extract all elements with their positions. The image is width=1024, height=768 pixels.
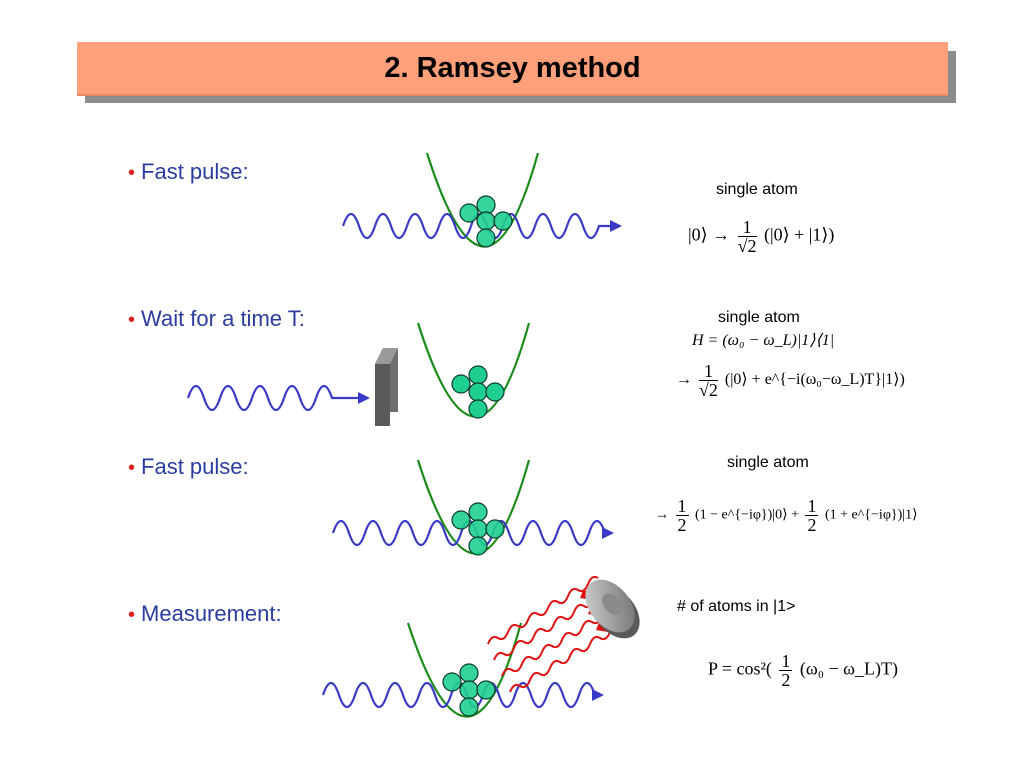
fraction-denominator: 2	[677, 515, 687, 535]
formula-right: (|0⟩ + e^{−i(ω₀−ω_L)T}|1⟩)	[724, 371, 905, 389]
fraction-denominator: √2	[737, 236, 757, 256]
formula-right: (ω₀ − ω_L)T)	[799, 658, 898, 679]
bullet-dot-icon: •	[128, 457, 136, 479]
atom-icon	[468, 519, 488, 539]
formula-left: P = cos²(	[708, 658, 772, 679]
wave-icon	[186, 384, 365, 412]
bullet-dot-icon: •	[128, 309, 136, 331]
atom-icon	[451, 510, 471, 530]
fraction-numerator: 1	[779, 651, 793, 671]
atom-cluster	[451, 502, 505, 556]
fraction-denominator-2: 2	[807, 515, 817, 535]
fraction-numerator-2: 1	[805, 496, 819, 516]
step-2-hamiltonian: H = (ω₀ − ω_L)|1⟩⟨1|	[692, 332, 835, 349]
atom-icon	[468, 502, 488, 522]
atom-icon	[476, 680, 496, 700]
atom-icon	[493, 211, 513, 231]
step-3-bullet: •Fast pulse:	[128, 454, 249, 480]
atom-icon	[476, 211, 496, 231]
trap-parabola-icon	[406, 622, 523, 718]
atom-cluster	[442, 663, 496, 717]
slide-title: 2. Ramsey method	[384, 51, 641, 84]
step-2-formula: → 1√2 (|0⟩ + e^{−i(ω₀−ω_L)T}|1⟩)	[676, 362, 905, 399]
atom-icon	[468, 382, 488, 402]
step-1-bullet: •Fast pulse:	[128, 159, 249, 185]
formula-left: →	[676, 371, 692, 389]
fluorescence-waves	[487, 575, 621, 693]
step-3-caption: single atom	[727, 454, 809, 471]
step-2-label: Wait for a time T:	[141, 306, 305, 331]
atom-icon	[468, 399, 488, 419]
arrowhead-icon	[592, 689, 604, 701]
atom-icon	[459, 697, 479, 717]
formula-left: |0⟩ →	[688, 224, 731, 245]
shutter-block-icon	[375, 348, 398, 426]
arrowhead-icon	[602, 527, 614, 539]
wave-icon	[341, 212, 620, 240]
atom-icon	[476, 228, 496, 248]
atom-icon	[485, 519, 505, 539]
formula-fraction: 1√2	[699, 362, 718, 399]
atom-icon	[468, 365, 488, 385]
title-bar: 2. Ramsey method	[77, 42, 948, 96]
bullet-dot-icon: •	[128, 162, 136, 184]
photon-wave-icon	[493, 591, 605, 661]
fraction-denominator: √2	[699, 380, 718, 400]
fraction-numerator: 1	[699, 362, 718, 381]
photon-wave-icon	[501, 607, 613, 677]
fraction-numerator: 1	[737, 218, 757, 237]
atom-icon	[459, 663, 479, 683]
formula-right: (|0⟩ + |1⟩)	[764, 224, 835, 245]
step-1-formula: |0⟩ → 1√2 (|0⟩ + |1⟩)	[688, 218, 834, 255]
formula-fraction: 1√2	[737, 218, 757, 256]
atom-icon	[468, 536, 488, 556]
detector-icon	[585, 579, 640, 639]
atom-cluster	[451, 365, 505, 419]
arrowhead-icon	[610, 220, 622, 232]
step-2-caption: single atom	[718, 309, 800, 326]
step-4-bullet: •Measurement:	[128, 601, 282, 627]
photon-wave-icon	[487, 575, 599, 645]
formula-left: →	[655, 507, 669, 523]
formula-right: (1 + e^{−iφ})|1⟩	[824, 507, 918, 523]
atom-icon	[451, 374, 471, 394]
formula-mid: (1 − e^{−iφ})|0⟩ +	[695, 507, 799, 523]
step-3-label: Fast pulse:	[141, 454, 249, 479]
photon-wave-icon	[509, 623, 621, 693]
fraction-denominator: 2	[781, 670, 791, 690]
atom-icon	[485, 382, 505, 402]
step-1-label: Fast pulse:	[141, 159, 249, 184]
bullet-dot-icon: •	[128, 604, 136, 626]
step-4-label: Measurement:	[141, 601, 282, 626]
fraction-numerator: 1	[675, 496, 689, 516]
step-1-caption: single atom	[716, 181, 798, 198]
arrowhead-icon	[358, 392, 370, 404]
step-2-bullet: •Wait for a time T:	[128, 306, 305, 332]
atom-cluster	[459, 195, 513, 248]
step-4-caption: # of atoms in |1>	[677, 598, 796, 615]
atom-icon	[459, 680, 479, 700]
atom-icon	[476, 195, 496, 215]
atom-icon	[442, 672, 462, 692]
atom-icon	[459, 203, 479, 223]
